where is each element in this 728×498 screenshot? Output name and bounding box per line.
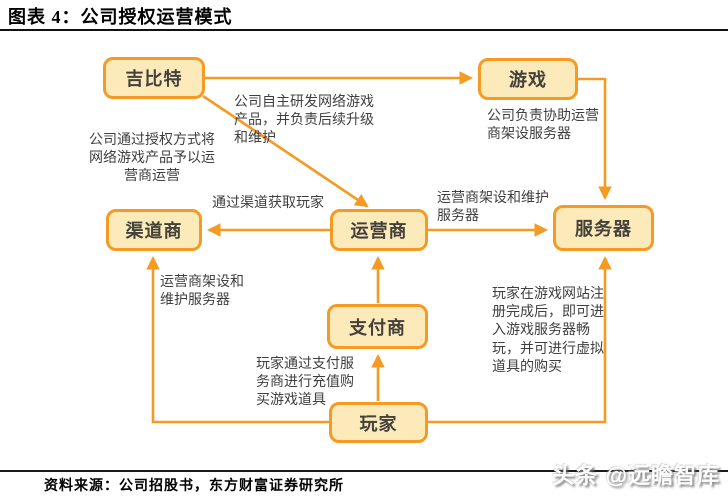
- note-authorize: 公司通过授权方式将 网络游戏产品予以运 营商运营: [89, 131, 215, 184]
- node-server: 服务器: [553, 205, 654, 251]
- arrow-game-to-server: [578, 77, 612, 201]
- node-jibite: 吉比特: [103, 57, 205, 99]
- footer-divider: [0, 470, 728, 472]
- note-server-left: 运营商架设和 维护服务器: [160, 273, 244, 308]
- note-develop: 公司自主研发网络游戏 产品，并负责后续升级 和维护: [234, 93, 374, 146]
- note-assist: 公司负责协助运营 商架设服务器: [487, 107, 599, 142]
- watermark-logo: 头条 @远瞻智库: [552, 463, 720, 488]
- note-register: 玩家在游戏网站注 册完成后，即可进 入游戏服务器畅 玩，并可进行虚拟 道具的购买: [492, 285, 604, 374]
- node-payment: 支付商: [327, 304, 428, 349]
- arrow-jibite-to-operator: [202, 94, 369, 208]
- note-channel: 通过渠道获取玩家: [212, 194, 324, 210]
- title-divider: [0, 29, 728, 31]
- node-player: 玩家: [329, 402, 428, 443]
- node-operator: 运营商: [330, 209, 428, 251]
- note-payment: 玩家通过支付服 务商进行充值购 买游戏道具: [256, 355, 354, 408]
- note-server-right: 运营商架设和维护 服务器: [437, 189, 549, 224]
- figure-title: 图表 4：公司授权运营模式: [8, 7, 233, 27]
- source-note: 资料来源：公司招股书，东方财富证券研究所: [44, 479, 344, 494]
- node-game: 游戏: [478, 58, 578, 100]
- arrow-player-to-channel: [146, 255, 329, 424]
- arrow-player-to-server: [428, 255, 612, 424]
- node-channel: 渠道商: [106, 209, 202, 251]
